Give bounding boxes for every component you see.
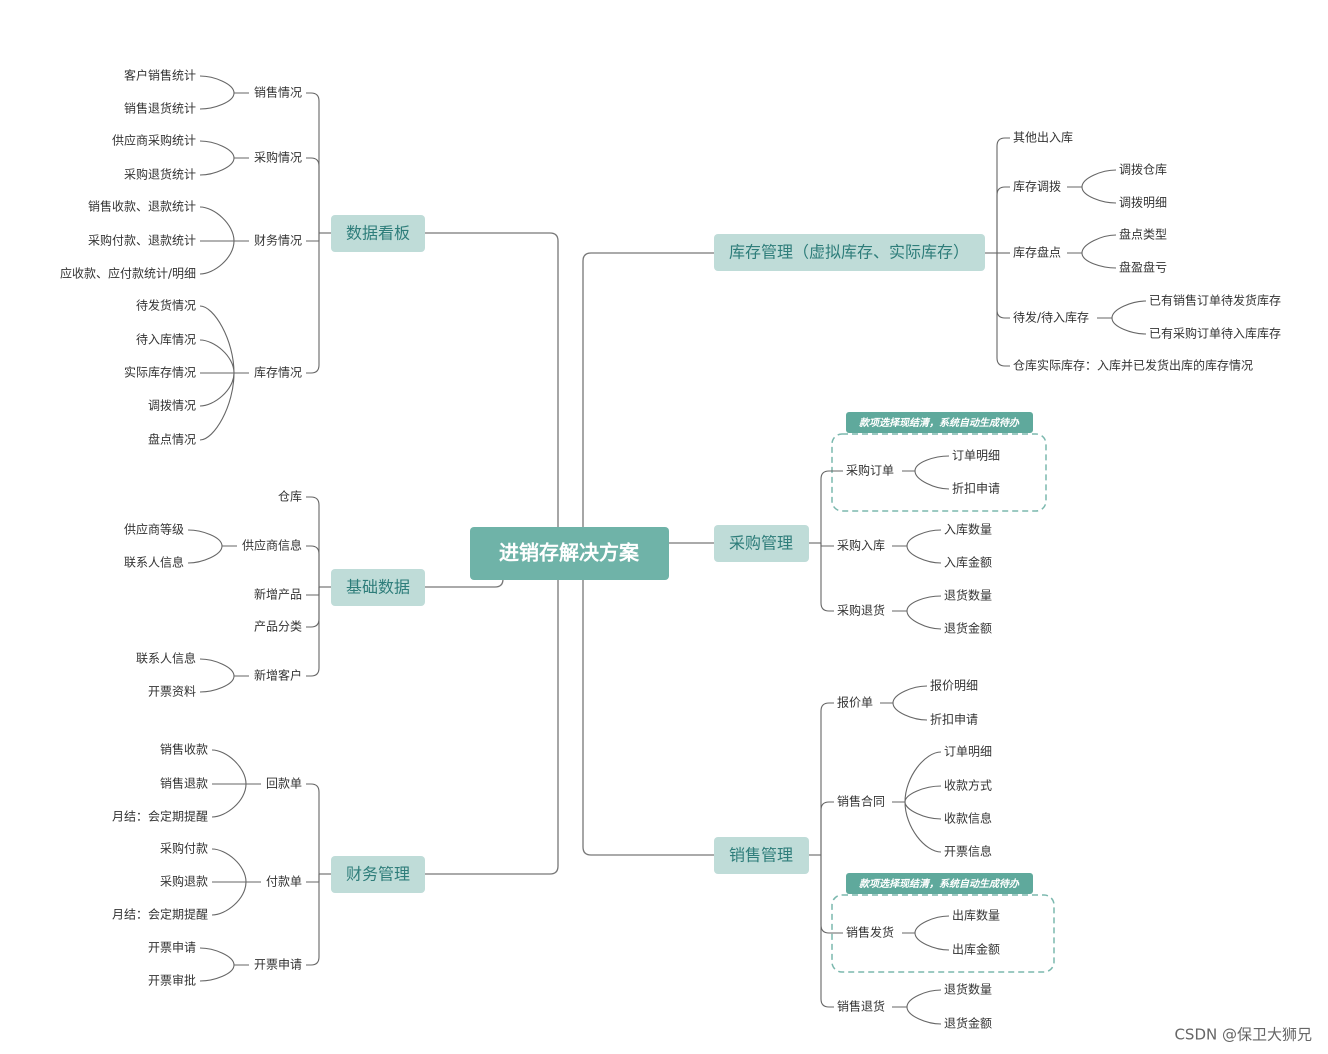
leaf[interactable]: 销售收款 bbox=[160, 742, 208, 757]
leaf[interactable]: 退货金额 bbox=[944, 621, 992, 636]
topic-purchase-status[interactable]: 采购情况 bbox=[254, 150, 302, 165]
leaf[interactable]: 入库数量 bbox=[944, 522, 992, 537]
topic-sales-delivery[interactable]: 销售发货 bbox=[846, 925, 894, 940]
leaf[interactable]: 月结：会定期提醒 bbox=[112, 907, 208, 922]
topic-other-io[interactable]: 其他出入库 bbox=[1013, 130, 1073, 145]
leaf[interactable]: 盘点类型 bbox=[1119, 227, 1167, 242]
leaf[interactable]: 开票申请 bbox=[148, 941, 196, 955]
root-node[interactable] bbox=[470, 527, 669, 580]
branch-caiwu: 财务管理 回款单 付款单 开票申请 销售收款 销售退款 月结：会定期提醒 采购付… bbox=[112, 742, 425, 988]
topic-purchase-order[interactable]: 采购订单 bbox=[846, 463, 894, 478]
topic-sales-contract[interactable]: 销售合同 bbox=[837, 794, 885, 809]
topic-purchase-inbound[interactable]: 采购入库 bbox=[837, 538, 885, 553]
leaf[interactable]: 销售退款 bbox=[160, 776, 208, 791]
leaf[interactable]: 采购付款、退款统计 bbox=[88, 233, 196, 248]
topic-product-category[interactable]: 产品分类 bbox=[254, 620, 302, 634]
leaf[interactable]: 联系人信息 bbox=[136, 651, 196, 666]
leaf[interactable]: 客户销售统计 bbox=[124, 68, 196, 83]
leaf[interactable]: 折扣申请 bbox=[930, 712, 978, 727]
leaf[interactable]: 出库数量 bbox=[952, 908, 1000, 923]
branch-xiaoshou: 款项选择现结清，系统自动生成待办 销售管理 报价单 销售合同 销售发货 销售退货… bbox=[714, 678, 1055, 1031]
boundary-purchase-order bbox=[831, 433, 1047, 512]
leaf[interactable]: 收款方式 bbox=[944, 778, 992, 793]
branch-node-kanban[interactable] bbox=[331, 215, 425, 252]
topic-quotation[interactable]: 报价单 bbox=[837, 695, 873, 710]
boundary-sales-delivery bbox=[831, 894, 1055, 973]
note-text-xiaoshou: 款项选择现结清，系统自动生成待办 bbox=[858, 878, 1020, 890]
leaf[interactable]: 采购退款 bbox=[160, 874, 208, 889]
topic-inventory-status[interactable]: 库存情况 bbox=[254, 365, 302, 380]
leaf[interactable]: 开票信息 bbox=[944, 844, 992, 859]
branch-jichu: 基础数据 仓库 供应商信息 新增产品 产品分类 新增客户 供应商等级 联系人信息… bbox=[124, 489, 425, 699]
leaf[interactable]: 订单明细 bbox=[952, 449, 1000, 463]
leaf[interactable]: 已有采购订单待入库库存 bbox=[1149, 326, 1281, 341]
topic-stock-count[interactable]: 库存盘点 bbox=[1013, 245, 1061, 260]
topic-new-customer[interactable]: 新增客户 bbox=[254, 668, 302, 683]
leaf[interactable]: 折扣申请 bbox=[952, 481, 1000, 496]
leaf[interactable]: 出库金额 bbox=[952, 942, 1000, 957]
topic-receipt-form[interactable]: 回款单 bbox=[266, 777, 302, 791]
leaf[interactable]: 退货金额 bbox=[944, 1016, 992, 1031]
leaf[interactable]: 月结：会定期提醒 bbox=[112, 809, 208, 824]
leaf[interactable]: 报价明细 bbox=[930, 678, 978, 693]
leaf[interactable]: 退货数量 bbox=[944, 982, 992, 997]
branch-node-caigou[interactable] bbox=[714, 525, 809, 562]
note-tag-caigou bbox=[846, 412, 1033, 433]
leaf[interactable]: 待发货情况 bbox=[136, 298, 196, 313]
topic-purchase-return[interactable]: 采购退货 bbox=[837, 603, 885, 618]
note-text-caigou: 款项选择现结清，系统自动生成待办 bbox=[858, 417, 1020, 429]
leaf[interactable]: 调拨明细 bbox=[1119, 196, 1167, 210]
leaf[interactable]: 应收款、应付款统计/明细 bbox=[60, 266, 196, 281]
leaf[interactable]: 调拨情况 bbox=[148, 399, 196, 413]
watermark: CSDN @保卫大狮兄 bbox=[1174, 1026, 1312, 1044]
leaf[interactable]: 实际库存情况 bbox=[124, 365, 196, 380]
branch-label-caigou: 采购管理 bbox=[729, 534, 793, 553]
branch-label-kanban: 数据看板 bbox=[346, 224, 410, 243]
leaf[interactable]: 入库金额 bbox=[944, 555, 992, 570]
leaf[interactable]: 联系人信息 bbox=[124, 555, 184, 570]
topic-finance-status[interactable]: 财务情况 bbox=[254, 233, 302, 248]
leaf[interactable]: 盘盈盘亏 bbox=[1119, 260, 1167, 275]
topic-new-product[interactable]: 新增产品 bbox=[254, 587, 302, 602]
topic-stock-transfer[interactable]: 库存调拨 bbox=[1013, 179, 1061, 194]
branch-node-jichu[interactable] bbox=[331, 569, 425, 606]
leaf[interactable]: 订单明细 bbox=[944, 745, 992, 759]
topic-payment-form[interactable]: 付款单 bbox=[266, 875, 302, 889]
leaf[interactable]: 采购付款 bbox=[160, 841, 208, 856]
leaf[interactable]: 销售退货统计 bbox=[124, 101, 196, 116]
topic-warehouse[interactable]: 仓库 bbox=[278, 489, 302, 504]
note-tag-xiaoshou bbox=[846, 873, 1033, 894]
branch-label-jichu: 基础数据 bbox=[346, 578, 410, 597]
branch-kucun: 库存管理（虚拟库存、实际库存） 其他出入库 库存调拨 库存盘点 待发/待入库存 … bbox=[714, 130, 1281, 373]
branch-kanban: 数据看板 销售情况 采购情况 财务情况 库存情况 客户销售统计 销售退货统计 供… bbox=[60, 68, 425, 447]
leaf[interactable]: 开票审批 bbox=[148, 973, 196, 988]
topic-sales-return[interactable]: 销售退货 bbox=[837, 999, 885, 1014]
branch-label-kucun: 库存管理（虚拟库存、实际库存） bbox=[729, 243, 969, 262]
root-topic: 进销存解决方案 bbox=[470, 527, 669, 580]
branch-node-xiaoshou[interactable] bbox=[714, 837, 809, 874]
branch-node-kucun[interactable] bbox=[714, 234, 985, 271]
leaf[interactable]: 开票资料 bbox=[148, 685, 196, 699]
topic-actual-stock[interactable]: 仓库实际库存：入库并已发货出库的库存情况 bbox=[1013, 358, 1253, 373]
leaf[interactable]: 采购退货统计 bbox=[124, 167, 196, 182]
leaf[interactable]: 销售收款、退款统计 bbox=[88, 199, 196, 214]
branch-label-caiwu: 财务管理 bbox=[346, 865, 410, 884]
branch-node-caiwu[interactable] bbox=[331, 856, 425, 893]
leaf[interactable]: 盘点情况 bbox=[148, 432, 196, 447]
topic-supplier-info[interactable]: 供应商信息 bbox=[242, 538, 302, 553]
topic-pending-stock[interactable]: 待发/待入库存 bbox=[1013, 310, 1089, 325]
branch-caigou: 款项选择现结清，系统自动生成待办 采购管理 采购订单 采购入库 采购退货 订单明… bbox=[714, 412, 1047, 636]
leaf[interactable]: 收款信息 bbox=[944, 811, 992, 826]
leaf[interactable]: 供应商采购统计 bbox=[112, 133, 196, 148]
topic-sales-status[interactable]: 销售情况 bbox=[254, 85, 302, 100]
leaf[interactable]: 调拨仓库 bbox=[1119, 162, 1167, 177]
root-label: 进销存解决方案 bbox=[499, 541, 640, 565]
branch-label-xiaoshou: 销售管理 bbox=[729, 846, 793, 865]
leaf[interactable]: 供应商等级 bbox=[124, 522, 184, 537]
leaf[interactable]: 已有销售订单待发货库存 bbox=[1149, 293, 1281, 308]
leaf[interactable]: 待入库情况 bbox=[136, 332, 196, 347]
topic-invoice-request[interactable]: 开票申请 bbox=[254, 958, 302, 972]
leaf[interactable]: 退货数量 bbox=[944, 588, 992, 603]
